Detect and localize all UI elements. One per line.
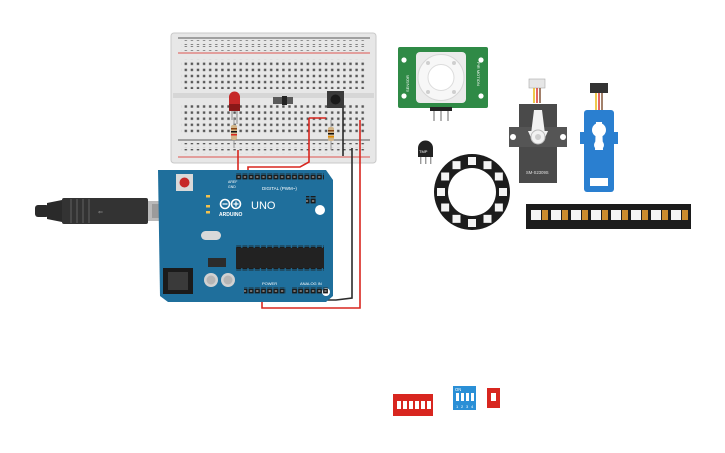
neopixel-led xyxy=(499,188,507,196)
usb-cable[interactable]: ⇐ xyxy=(35,198,174,224)
servo-gray[interactable]: SM-S2309S xyxy=(509,78,567,183)
neopixel-strip-led xyxy=(551,210,561,220)
svg-text:GND: GND xyxy=(228,185,236,189)
neopixel-strip-led xyxy=(571,210,581,220)
neopixel-strip-led xyxy=(631,210,641,220)
neopixel-strip-pad xyxy=(542,210,548,220)
neopixel-strip-pad xyxy=(642,210,648,220)
digital-header-label: DIGITAL (PWM~) xyxy=(262,186,297,191)
tmp-sensor[interactable]: TMP xyxy=(418,140,433,165)
neopixel-led xyxy=(468,157,476,165)
pir-sensor[interactable]: SENSOR PIR MOTION xyxy=(398,47,488,121)
neopixel-strip-pad xyxy=(562,210,568,220)
neopixel-strip[interactable] xyxy=(526,204,691,229)
svg-text:AREF: AREF xyxy=(228,180,237,184)
pir-label-right: PIR MOTION xyxy=(476,62,481,86)
dip-on-label: ON xyxy=(455,387,461,392)
neopixel-led xyxy=(494,203,503,212)
dip-num-3: 3 xyxy=(466,404,469,409)
neopixel-led xyxy=(468,219,476,227)
power-header-label: POWER xyxy=(262,281,277,286)
pushbutton[interactable] xyxy=(327,91,344,108)
neopixel-strip-pad xyxy=(662,210,668,220)
led[interactable] xyxy=(229,91,240,125)
arduino-logo-icon xyxy=(219,198,242,210)
neopixel-led xyxy=(437,188,445,196)
neopixel-strip-pad xyxy=(602,210,608,220)
neopixel-strip-led xyxy=(531,210,541,220)
neopixel-led xyxy=(494,172,503,181)
neopixel-strip-led xyxy=(611,210,621,220)
neopixel-strip-led xyxy=(591,210,601,220)
neopixel-led xyxy=(441,203,450,212)
neopixel-strip-led xyxy=(671,210,681,220)
svg-text:⇐: ⇐ xyxy=(98,210,103,216)
neopixel-ring[interactable] xyxy=(434,154,510,230)
dip-switch-blue[interactable]: ON 1 2 3 4 xyxy=(453,386,476,410)
neopixel-led xyxy=(441,172,450,181)
pir-label-left: SENSOR xyxy=(405,75,410,92)
neopixel-led xyxy=(452,161,461,170)
slide-switch[interactable] xyxy=(273,96,293,105)
arduino-brand: ARDUINO xyxy=(219,212,242,218)
neopixel-strip-pad xyxy=(682,210,688,220)
dip-switch-red[interactable] xyxy=(393,394,433,416)
arduino-uno[interactable]: DIGITAL (PWM~) AREF GND ARDUINO UNO xyxy=(158,170,333,302)
neopixel-led xyxy=(483,214,492,223)
dip-num-1: 1 xyxy=(456,404,459,409)
neopixel-led xyxy=(452,214,461,223)
arduino-model: UNO xyxy=(251,200,276,212)
resistor[interactable] xyxy=(231,118,237,148)
slide-switch-red[interactable] xyxy=(487,388,500,408)
dip-num-2: 2 xyxy=(461,404,464,409)
servo-blue[interactable] xyxy=(580,83,618,192)
dip-num-4: 4 xyxy=(471,404,474,409)
neopixel-led xyxy=(483,161,492,170)
resistor-2[interactable] xyxy=(328,120,334,150)
servo-label: SM-S2309S xyxy=(526,170,549,175)
neopixel-strip-pad xyxy=(622,210,628,220)
neopixel-strip-led xyxy=(651,210,661,220)
analog-header-label: ANALOG IN xyxy=(300,281,322,286)
tmp-label: TMP xyxy=(419,149,428,154)
neopixel-strip-pad xyxy=(582,210,588,220)
